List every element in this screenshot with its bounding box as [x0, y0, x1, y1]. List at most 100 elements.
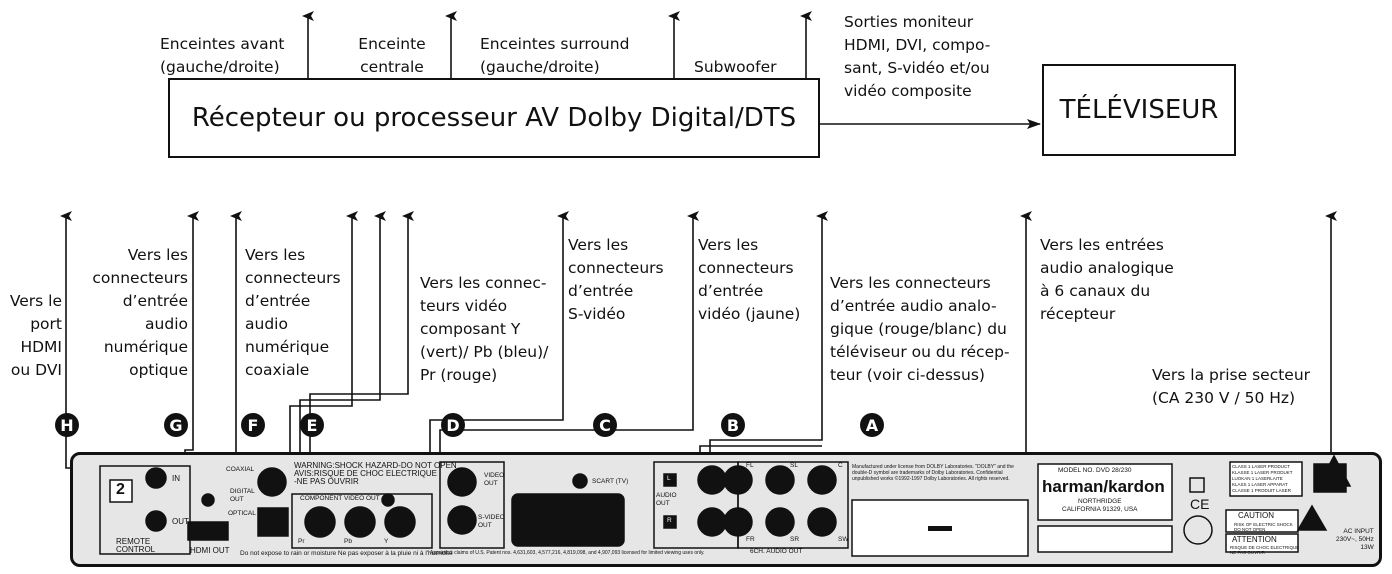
- fl-label: FL: [746, 462, 754, 469]
- coaxial-jack: [257, 467, 287, 497]
- laser-label: [1229, 461, 1303, 497]
- hdmi-screw: [201, 493, 215, 507]
- attention-label: [1225, 533, 1299, 553]
- pb-label: Pb: [344, 538, 352, 545]
- remote-out-jack: [145, 510, 167, 532]
- attention-text: ATTENTION: [1232, 535, 1277, 544]
- coaxial-label: COAXIAL: [226, 466, 255, 473]
- label-composite: Vers les connecteurs d’entrée vidéo (jau…: [698, 236, 801, 323]
- badge-h: H: [55, 413, 79, 437]
- video-out-label: VIDEO OUT: [484, 472, 505, 487]
- label-center-speaker: Enceinte centrale: [358, 35, 426, 76]
- label-monitor-outputs: Sorties moniteur HDMI, DVI, compo- sant,…: [844, 13, 991, 100]
- attention-sub: RISQUE DE CHOC ELECTRIQUE NE PAS OUVRIR: [1230, 545, 1300, 555]
- dolby-text: Manufactured under license from DOLBY La…: [852, 464, 1014, 482]
- sr-label: SR: [790, 536, 800, 543]
- dolby-plate-bar: [928, 526, 952, 531]
- label-6ch: Vers les entrées audio analogique à 6 ca…: [1040, 236, 1174, 323]
- fr-jack: [723, 507, 753, 537]
- sw-label: SW: [838, 536, 849, 543]
- optical-port: [257, 507, 289, 537]
- ac-input: AC INPUT 230V~, 50Hz 13W: [1336, 528, 1374, 551]
- c-label: C: [838, 462, 843, 469]
- s-video-out-label: S-VIDEO OUT: [478, 514, 505, 529]
- audio-l-badge: [663, 473, 677, 487]
- caution-label: [1225, 509, 1299, 533]
- remote-out-label: OUT: [172, 517, 189, 526]
- remote-in-jack: [145, 467, 167, 489]
- hdmi-port: [187, 521, 229, 541]
- tv-label: TÉLÉVISEUR: [1059, 95, 1219, 125]
- y-label: Y: [384, 538, 389, 545]
- label-hdmi: Vers le port HDMI ou DVI: [9, 292, 62, 379]
- digital-out-label: DIGITAL OUT: [230, 488, 255, 503]
- c-jack: [807, 465, 837, 495]
- brand-logo: harman/kardon: [1042, 477, 1165, 496]
- badge-e: E: [300, 413, 324, 437]
- recycle-logo: [1183, 515, 1213, 545]
- receiver-label: Récepteur ou processeur AV Dolby Digital…: [191, 103, 797, 133]
- model-no: MODEL NO. DVD 28/230: [1058, 467, 1132, 474]
- sw-jack: [807, 507, 837, 537]
- receiver-box: Récepteur ou processeur AV Dolby Digital…: [168, 78, 820, 158]
- blank-plate: [1037, 525, 1173, 553]
- model-plate: [1037, 463, 1173, 521]
- badge-c: C: [593, 413, 617, 437]
- remote-number-box: [109, 479, 133, 503]
- sl-label: SL: [790, 462, 798, 469]
- badge-f: F: [241, 413, 265, 437]
- audio-l-label: L: [667, 475, 671, 482]
- audio-r-jack: [697, 507, 727, 537]
- label-surround-speakers: Enceintes surround (gauche/droite): [480, 35, 630, 76]
- scart-label: SCART (TV): [592, 478, 629, 485]
- six-ch-section: [737, 461, 849, 549]
- label-coaxial: Vers les connecteurs d’entrée audio numé…: [245, 246, 341, 379]
- remote-in-label: IN: [172, 474, 180, 483]
- power-inlet: [1313, 463, 1347, 493]
- address: NORTHRIDGE CALIFORNIA 91329, USA: [1062, 498, 1138, 513]
- scart-screw: [572, 473, 588, 489]
- component-sub-jack: [381, 493, 395, 507]
- remote-number: 2: [116, 481, 125, 498]
- pr-label: Pr: [298, 538, 305, 545]
- label-s-video: Vers les connecteurs d’entrée S-vidéo: [568, 236, 664, 323]
- component-pr-jack: [304, 506, 336, 538]
- tv-box: TÉLÉVISEUR: [1042, 64, 1236, 156]
- label-analog-stereo: Vers les connecteurs d’entrée audio anal…: [830, 274, 1010, 384]
- label-front-speakers: Enceintes avant (gauche/droite): [160, 35, 285, 76]
- fl-jack: [723, 465, 753, 495]
- audio-r-label: R: [667, 517, 672, 524]
- warning-text: WARNING:SHOCK HAZARD-DO NOT OPEN AVIS:RI…: [294, 461, 457, 486]
- fr-label: FR: [746, 536, 755, 543]
- label-optical: Vers les connecteurs d’entrée audio numé…: [92, 246, 188, 379]
- audio-r-badge: [663, 515, 677, 529]
- audio-l-jack: [697, 465, 727, 495]
- sl-jack: [765, 465, 795, 495]
- moisture-note: Do not expose to rain or moisture Ne pas…: [240, 550, 453, 557]
- warning-triangle-2: [1296, 504, 1328, 531]
- hdmi-out-label: HDMI OUT: [190, 546, 230, 555]
- badge-d: D: [441, 413, 465, 437]
- caution-sub: RISK OF ELECTRIC SHOCK DO NOT OPEN: [1234, 522, 1293, 532]
- scart-port: [511, 493, 625, 547]
- badge-b: B: [721, 413, 745, 437]
- caution-text: CAUTION: [1238, 511, 1274, 520]
- remote-section: [99, 465, 191, 555]
- label-component: Vers les connec- teurs vidéo composant Y…: [420, 274, 549, 384]
- ground-symbol: [1189, 477, 1205, 493]
- sr-jack: [765, 507, 795, 537]
- badge-a: A: [860, 413, 884, 437]
- s-video-out-jack: [447, 505, 477, 535]
- label-power: Vers la prise secteur (CA 230 V / 50 Hz): [1152, 366, 1311, 407]
- component-pb-jack: [344, 506, 376, 538]
- badge-g: G: [164, 413, 188, 437]
- label-subwoofer: Subwoofer: [694, 58, 777, 76]
- laser-class-text: CLASS 1 LASER PRODUCT KLASSE 1 LASER PRO…: [1232, 464, 1293, 493]
- component-section: [291, 493, 433, 549]
- ce-mark: CE: [1190, 496, 1210, 512]
- audio-out-label: AUDIO OUT: [656, 492, 677, 507]
- component-y-jack: [384, 506, 416, 538]
- patents-text: Apparatus claims of U.S. Patent nos. 4,6…: [430, 550, 705, 556]
- component-label: COMPONENT VIDEO OUT: [300, 495, 380, 502]
- remote-control-label: REMOTE CONTROL: [116, 537, 156, 554]
